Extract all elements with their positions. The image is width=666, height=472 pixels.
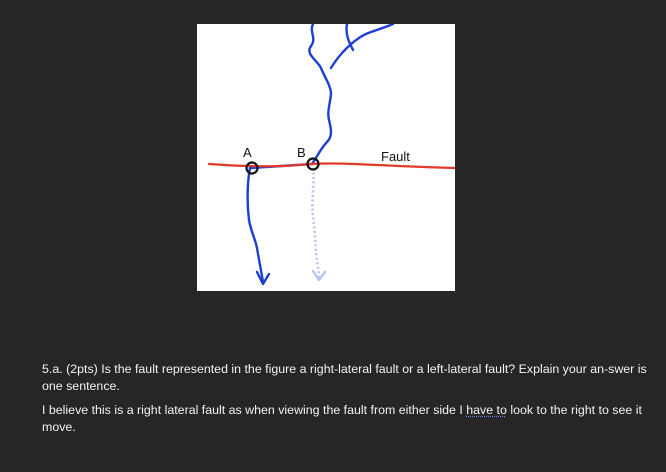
- stream-tributary: [329, 24, 395, 70]
- stream-south-arrowhead: [255, 270, 271, 286]
- point-a-marker: [245, 161, 259, 175]
- grammar-suggestion[interactable]: have to: [466, 403, 507, 417]
- point-b-marker: [306, 157, 320, 171]
- fault-diagram: A B Fault: [207, 24, 455, 286]
- fault-figure: A B Fault: [197, 24, 455, 291]
- stream-projected-arrowhead: [311, 269, 327, 282]
- question-text: 5.a. (2pts) Is the fault represented in …: [42, 362, 647, 393]
- label-a: A: [243, 145, 252, 160]
- stream-projected-path: [311, 167, 321, 279]
- answer-text[interactable]: I believe this is a right lateral fault …: [42, 402, 658, 436]
- stream-tributary-branch: [345, 24, 355, 52]
- stream-south-segment: [246, 166, 265, 284]
- answer-text-before: I believe this is a right lateral fault …: [42, 403, 467, 417]
- label-b: B: [297, 145, 306, 160]
- stream-north-segment: [308, 24, 333, 166]
- label-fault: Fault: [381, 149, 410, 164]
- fault-line: [207, 162, 455, 170]
- answer-text-after: look to the right to see it move.: [42, 403, 642, 434]
